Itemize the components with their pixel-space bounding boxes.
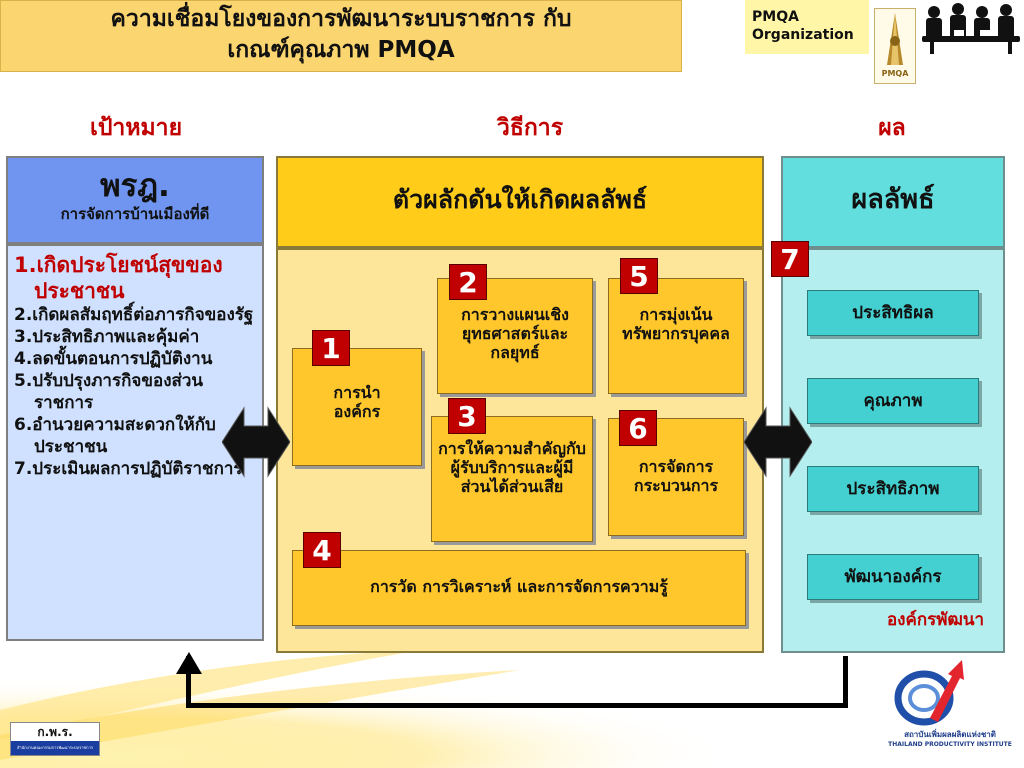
column-heading-goal: เป้าหมาย — [89, 115, 183, 141]
driver-card-workforce: การมุ่งเน้นทรัพยากรบุคคล — [608, 278, 744, 394]
driver-card-customer-text: การให้ความสำคัญกับผู้รับบริการและผู้มีส่… — [438, 439, 586, 496]
goal-item-2: 2.เกิดผลสัมฤทธิ์ต่อภารกิจของรัฐ — [14, 305, 254, 325]
result-organization-development: พัฒนาองค์กร — [807, 554, 979, 600]
goal-panel-header: พรฎ. การจัดการบ้านเมืองที่ดี — [6, 156, 264, 244]
result-effectiveness: ประสิทธิผล — [807, 290, 979, 336]
title-line-1: ความเชื่อมโยงของการพัฒนาระบบราชการ กับ — [110, 6, 572, 32]
tpi-logo-english: THAILAND PRODUCTIVITY INSTITUTE — [888, 741, 1012, 748]
pmqa-logo-caption: PMQA — [881, 69, 909, 78]
results-number-7: 7 — [771, 241, 809, 277]
feedback-arrow-up-icon — [176, 652, 202, 674]
driver-card-customer: การให้ความสำคัญกับผู้รับบริการและผู้มีส่… — [431, 416, 593, 542]
pmqa-label-line-1: PMQA — [752, 9, 799, 25]
results-panel-header: ผลลัพธ์ — [781, 156, 1005, 248]
goal-panel-title: พรฎ. — [100, 168, 170, 204]
column-heading-result: ผล — [878, 115, 906, 141]
results-panel-title: ผลลัพธ์ — [851, 184, 935, 215]
driver-number-5: 5 — [620, 258, 658, 294]
title-line-2: เกณฑ์คุณภาพ PMQA — [227, 37, 455, 63]
business-people-illustration — [920, 0, 1022, 54]
page-title: ความเชื่อมโยงของการพัฒนาระบบราชการ กับ เ… — [10, 4, 672, 66]
drivers-panel-title: ตัวผลักดันให้เกิดผลลัพธ์ — [392, 185, 648, 214]
pmqa-logo: PMQA — [874, 8, 916, 84]
results-footer-label: องค์กรพัฒนา — [886, 610, 984, 630]
driver-card-workforce-text: การมุ่งเน้นทรัพยากรบุคคล — [622, 305, 730, 343]
driver-number-2: 2 — [449, 264, 487, 300]
driver-card-measurement: การวัด การวิเคราะห์ และการจัดการความรู้ — [292, 550, 746, 626]
driver-card-leadership: การนำองค์กร — [292, 348, 422, 466]
goal-panel-body — [6, 244, 264, 641]
driver-card-measurement-text: การวัด การวิเคราะห์ และการจัดการความรู้ — [370, 577, 668, 596]
driver-number-6: 6 — [619, 410, 657, 446]
tpi-logo-text: สถาบันเพิ่มผลผลิตแห่งชาติ THAILAND PRODU… — [880, 730, 1020, 750]
pmqa-organization-label: PMQA Organization — [752, 8, 854, 44]
feedback-loop-line — [186, 656, 848, 708]
goal-item-1: 1.เกิดประโยชน์สุขของประชาชน — [14, 253, 223, 303]
column-heading-method: วิธีการ — [496, 115, 564, 141]
goal-item-6: 6.อำนวยความสะดวกให้กับประชาชน — [14, 415, 216, 457]
driver-number-3: 3 — [448, 398, 486, 434]
goal-item-3: 3.ประสิทธิภาพและคุ้มค่า — [14, 327, 200, 347]
tpi-logo-thai: สถาบันเพิ่มผลผลิตแห่งชาติ — [904, 730, 996, 739]
opdc-logo: ก.พ.ร. สำนักงานคณะกรรมการพัฒนาระบบราชการ — [10, 722, 100, 756]
double-arrow-right — [744, 406, 812, 478]
goal-list: 1.เกิดประโยชน์สุขของประชาชน 2.เกิดผลสัมฤ… — [14, 252, 260, 480]
result-quality: คุณภาพ — [807, 378, 979, 424]
goal-panel-subtitle: การจัดการบ้านเมืองที่ดี — [60, 205, 210, 223]
pmqa-organization-box — [745, 0, 869, 54]
driver-card-strategy-text: การวางแผนเชิงยุทธศาสตร์และกลยุทธ์ — [461, 305, 569, 362]
pmqa-logo-icon — [887, 13, 903, 65]
goal-item-5: 5.ปรับปรุงภารกิจของส่วนราชการ — [14, 371, 204, 413]
goal-item-4: 4.ลดขั้นตอนการปฏิบัติงาน — [14, 349, 213, 369]
opdc-logo-subtext: สำนักงานคณะกรรมการพัฒนาระบบราชการ — [11, 741, 99, 755]
title-banner — [0, 0, 682, 72]
result-efficiency: ประสิทธิภาพ — [807, 466, 979, 512]
drivers-panel-header: ตัวผลักดันให้เกิดผลลัพธ์ — [276, 156, 764, 248]
driver-number-4: 4 — [303, 532, 341, 568]
opdc-logo-text: ก.พ.ร. — [37, 725, 73, 739]
goal-item-7: 7.ประเมินผลการปฏิบัติราชการ — [14, 459, 243, 479]
driver-card-leadership-text: การนำองค์กร — [333, 383, 381, 421]
double-arrow-left — [222, 406, 290, 478]
tpi-logo-icon — [894, 660, 964, 726]
driver-card-process-text: การจัดการกระบวนการ — [633, 457, 719, 495]
driver-card-process: การจัดการกระบวนการ — [608, 418, 744, 536]
driver-number-1: 1 — [312, 330, 350, 366]
pmqa-label-line-2: Organization — [752, 27, 854, 43]
